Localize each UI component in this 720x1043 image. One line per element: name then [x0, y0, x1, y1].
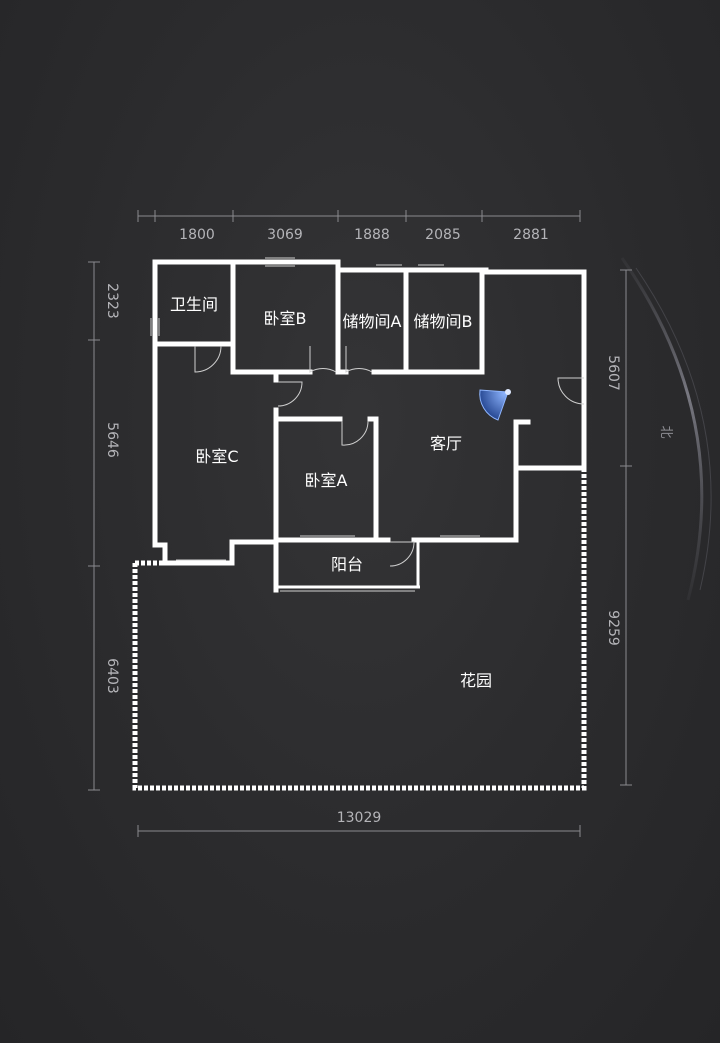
dimension-right: 5607 9259	[605, 269, 632, 786]
dim-top-4: 2085	[425, 227, 461, 243]
compass: 北	[620, 257, 712, 601]
compass-arc-icon	[620, 257, 704, 601]
door-bedroom-b	[309, 346, 337, 373]
compass-north-label: 北	[658, 425, 673, 438]
door-storage-a	[345, 346, 373, 373]
dim-left-3: 6403	[104, 658, 120, 694]
viewer-direction-icon[interactable]	[479, 389, 511, 421]
dim-top-5: 2881	[513, 227, 549, 243]
windows	[150, 257, 480, 592]
room-bathroom: 卫生间	[170, 295, 218, 314]
door-bathroom	[194, 345, 222, 373]
door-entry	[557, 377, 585, 405]
dim-left-2: 5646	[104, 422, 120, 458]
room-storage-a: 储物间A	[343, 312, 402, 331]
dimension-top: 1800 3069 1888 2085 2881	[137, 210, 581, 243]
room-bedroom-a: 卧室A	[305, 471, 348, 490]
door-hall	[277, 381, 303, 407]
room-bedroom-b: 卧室B	[264, 309, 307, 328]
dimension-bottom: 13029	[137, 810, 581, 837]
room-balcony: 阳台	[331, 555, 363, 574]
walls	[132, 259, 587, 791]
dim-right-1: 5607	[605, 355, 621, 391]
room-labels: 卫生间 卧室B 储物间A 储物间B 客厅 卧室C 卧室A 阳台 花园	[170, 295, 492, 690]
dimension-left: 2323 5646 6403	[88, 261, 120, 791]
room-garden: 花园	[460, 671, 492, 690]
dim-top-3: 1888	[354, 227, 390, 243]
door-bedroom-a	[341, 420, 369, 446]
dim-bottom: 13029	[337, 810, 382, 826]
dim-left-1: 2323	[104, 283, 120, 319]
doors	[194, 345, 585, 567]
room-storage-b: 储物间B	[414, 312, 473, 331]
dim-right-2: 9259	[605, 610, 621, 646]
dim-top-1: 1800	[179, 227, 215, 243]
room-bedroom-c: 卧室C	[195, 447, 238, 466]
door-balcony	[389, 541, 415, 567]
room-living-room: 客厅	[430, 434, 462, 453]
dim-top-2: 3069	[267, 227, 303, 243]
